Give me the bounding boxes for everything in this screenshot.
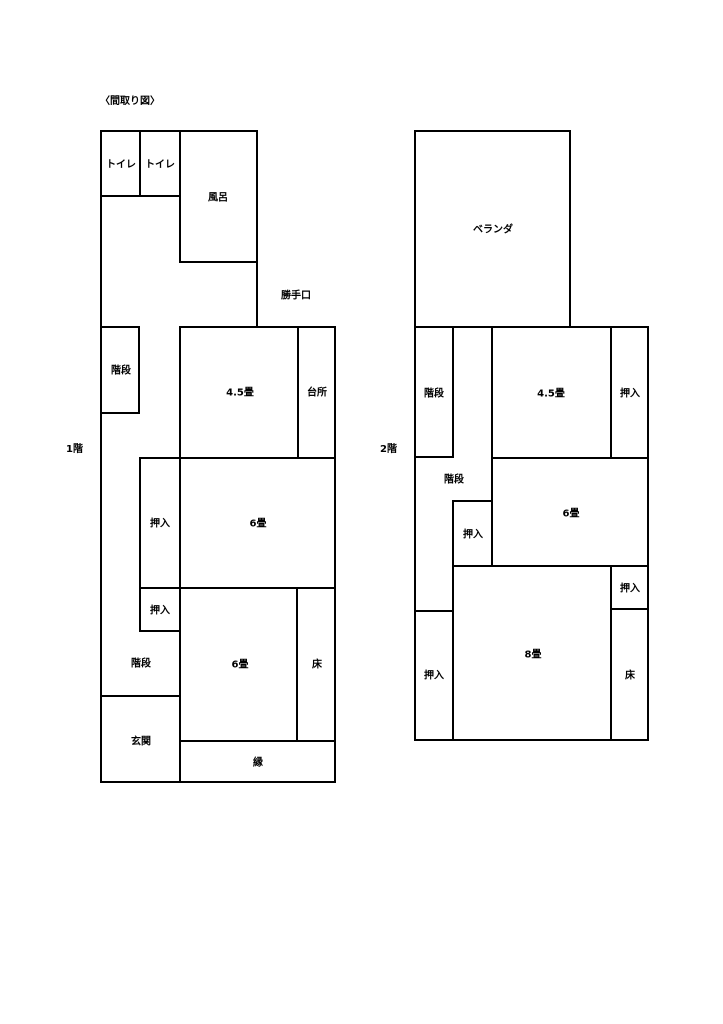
room-entrance: 玄関	[131, 736, 151, 748]
room-veranda-engawa: 縁	[253, 757, 263, 769]
floor-1-walls	[100, 130, 336, 783]
room-stairs-1f-lower: 階段	[131, 658, 151, 670]
room-kitchen: 台所	[307, 387, 327, 399]
room-closet-2f-d: 押入	[424, 670, 444, 682]
room-alcove-2f: 床	[625, 670, 635, 682]
room-6-jo-1f-a: 6畳	[249, 518, 267, 530]
room-toilet-1: トイレ	[106, 159, 136, 171]
room-toilet-2: トイレ	[145, 159, 175, 171]
room-closet-2f-c: 押入	[620, 583, 640, 595]
room-closet-1f-b: 押入	[150, 605, 170, 617]
floor-1-label: 1階	[66, 444, 83, 455]
floor-2-label: 2階	[380, 444, 397, 455]
room-alcove-1f: 床	[312, 659, 322, 671]
room-6-jo-2f: 6畳	[562, 508, 580, 520]
room-closet-2f-b: 押入	[463, 529, 483, 541]
floor-2-walls	[414, 130, 649, 741]
room-stairs-2f-upper: 階段	[424, 388, 444, 400]
room-stairs-1f-upper: 階段	[111, 365, 131, 377]
room-stairs-2f-lower: 階段	[444, 474, 464, 486]
room-closet-1f-a: 押入	[150, 518, 170, 530]
room-bath: 風呂	[208, 192, 228, 204]
room-8-jo-2f: 8畳	[524, 649, 542, 661]
room-4-5-jo-2f: 4.5畳	[537, 388, 565, 400]
room-6-jo-1f-b: 6畳	[231, 659, 249, 671]
room-closet-2f-a: 押入	[620, 388, 640, 400]
room-back-door: 勝手口	[281, 290, 311, 302]
page-title: 〈間取り図〉	[100, 96, 160, 107]
room-4-5-jo-1f: 4.5畳	[226, 387, 254, 399]
room-balcony: ベランダ	[473, 224, 513, 236]
